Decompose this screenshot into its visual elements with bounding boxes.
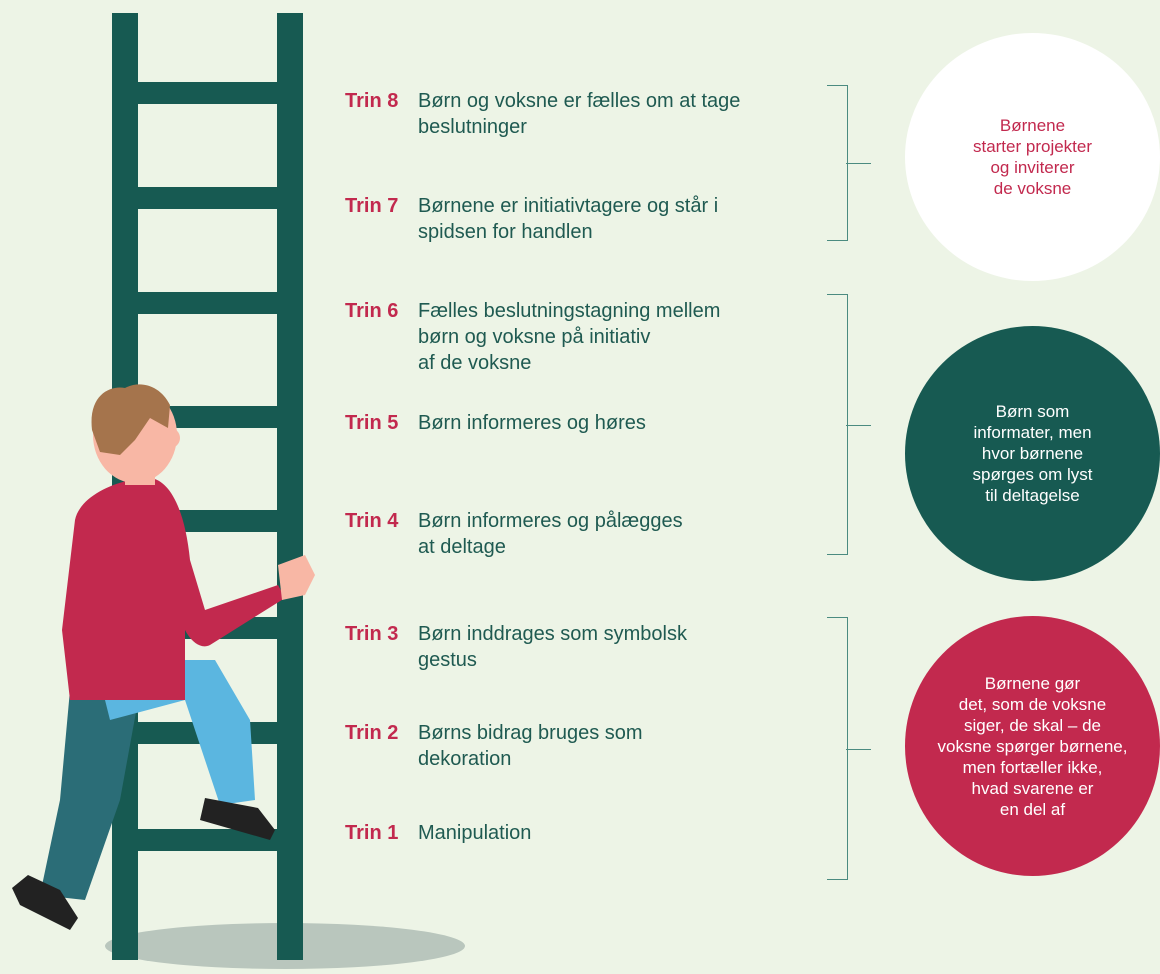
step-text: Børnene er initiativtagere og står i spi… (418, 195, 719, 243)
bracket-tick (846, 748, 871, 750)
ladder-rung (112, 292, 303, 314)
step-text: Børn inddrages som symbolsk gestus (418, 623, 687, 671)
step-8: Trin 8 Børn og voksne er fælles om at ta… (345, 88, 815, 140)
group-circle-middle: Børn som informater, men hvor børnene sp… (905, 326, 1160, 581)
hand (278, 555, 315, 600)
step-label: Trin 4 (345, 510, 399, 532)
group-circle-top: Børnene starter projekter og inviterer d… (905, 33, 1160, 281)
step-text: Fælles beslutningstagning mellem børn og… (418, 300, 721, 374)
front-shoe (200, 798, 275, 840)
ear (160, 428, 180, 448)
bracket-bottom (827, 617, 871, 880)
step-label: Trin 5 (345, 412, 399, 434)
step-text: Børn informeres og høres (418, 412, 646, 434)
step-2: Trin 2 Børns bidrag bruges som dekoratio… (345, 720, 815, 772)
group-circle-bottom: Børnene gør det, som de voksne siger, de… (905, 616, 1160, 876)
step-4: Trin 4 Børn informeres og pålægges at de… (345, 508, 815, 560)
ladder-rung (112, 829, 303, 851)
bracket-top (827, 85, 871, 241)
step-label: Trin 2 (345, 722, 399, 744)
step-5: Trin 5 Børn informeres og høres (345, 410, 815, 436)
ladder-rail-right (277, 13, 303, 960)
step-label: Trin 6 (345, 300, 399, 322)
step-text: Manipulation (418, 822, 532, 844)
step-label: Trin 8 (345, 90, 399, 112)
climbing-person (12, 384, 315, 930)
step-label: Trin 3 (345, 623, 399, 645)
hair (91, 384, 170, 455)
step-1: Trin 1 Manipulation (345, 820, 815, 846)
ladder-rung (112, 187, 303, 209)
step-label: Trin 7 (345, 195, 399, 217)
bracket-tick (846, 163, 871, 164)
ladder-rung (112, 82, 303, 104)
step-label: Trin 1 (345, 822, 399, 844)
step-7: Trin 7 Børnene er initiativtagere og stå… (345, 193, 815, 245)
step-3: Trin 3 Børn inddrages som symbolsk gestu… (345, 621, 815, 673)
back-shoe (12, 875, 78, 930)
sweater (62, 478, 285, 700)
bracket-middle (827, 294, 871, 555)
back-leg (40, 690, 140, 900)
step-text: Børn informeres og pålægges at deltage (418, 510, 683, 558)
step-text: Børns bidrag bruges som dekoration (418, 722, 643, 770)
bracket-tick (846, 424, 871, 426)
step-text: Børn og voksne er fælles om at tage besl… (418, 90, 741, 138)
step-6: Trin 6 Fælles beslutningstagning mellem … (345, 298, 815, 376)
